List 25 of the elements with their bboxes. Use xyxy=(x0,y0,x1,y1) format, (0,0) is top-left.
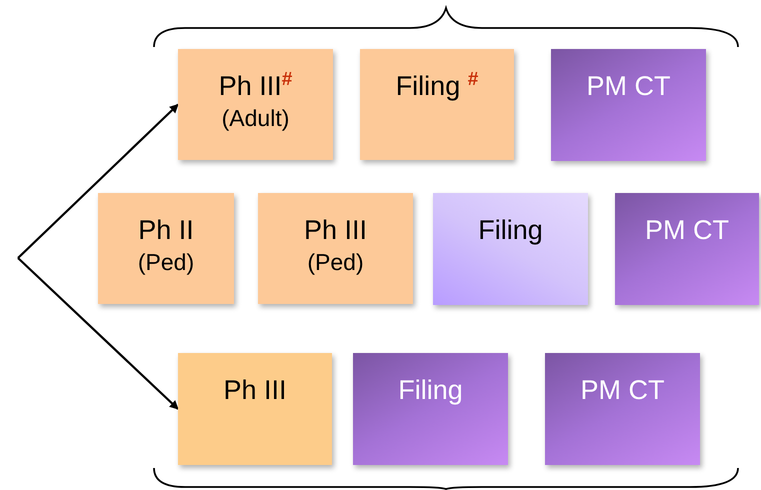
stage-label: (Ped) xyxy=(307,248,364,277)
stage-box xyxy=(98,193,234,304)
stage-label: PM CT xyxy=(645,214,729,247)
stage-label: (Adult) xyxy=(222,104,290,133)
stage-box xyxy=(178,49,333,160)
stage-label: Ph III xyxy=(304,214,368,247)
arrow xyxy=(17,257,179,410)
stage-box xyxy=(258,193,413,304)
stage-label: Filing $^{#}$ xyxy=(396,69,478,103)
arrow xyxy=(17,104,179,259)
stage-box xyxy=(360,49,514,160)
stage-label: PM CT xyxy=(586,70,670,103)
stage-label: Filing xyxy=(398,374,463,407)
stage-label: Filing xyxy=(478,214,543,247)
stage-label: Ph III$^{#}$ xyxy=(218,69,292,103)
stage-label: (Ped) xyxy=(138,248,194,277)
stage-box xyxy=(551,49,706,161)
stage-box xyxy=(353,353,508,465)
stage-label: Ph II xyxy=(138,214,194,247)
stage-box xyxy=(545,353,700,465)
stage-label: Ph III xyxy=(223,374,287,407)
stage-box xyxy=(615,193,759,305)
stage-label: PM CT xyxy=(580,374,664,407)
stage-box xyxy=(433,193,588,305)
stage-box xyxy=(178,353,332,465)
